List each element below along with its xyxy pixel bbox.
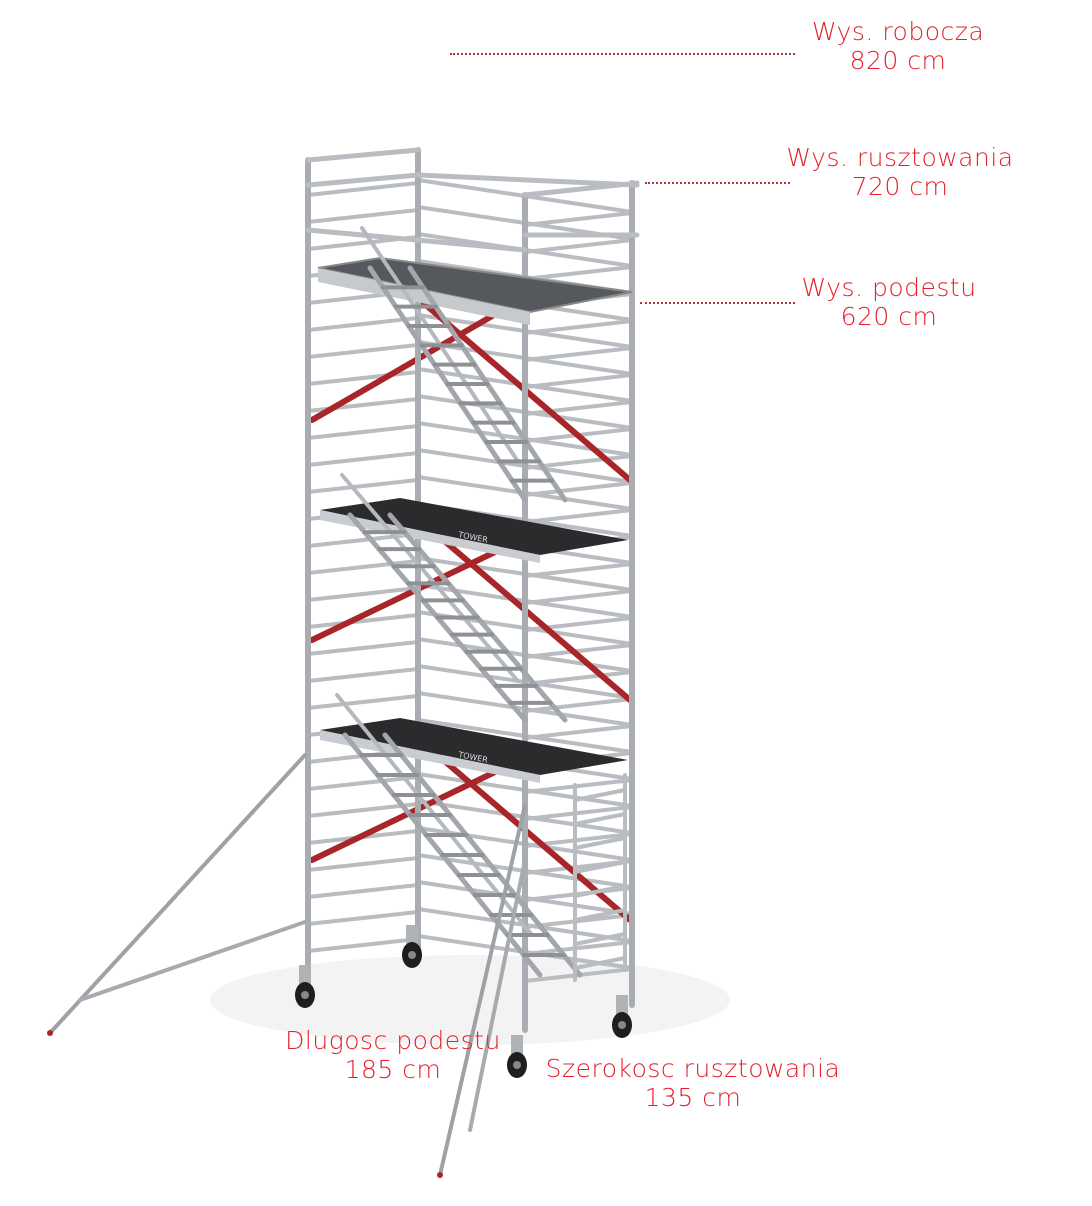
- ladder-rung: [573, 812, 627, 826]
- right-frame-rung: [523, 724, 634, 740]
- left-frame-rung: [306, 181, 420, 197]
- right-frame-rung: [523, 589, 634, 605]
- caster-fork: [616, 995, 628, 1015]
- platform-deck: [320, 498, 628, 555]
- right-frame-rung: [523, 346, 634, 362]
- scaffold-width-label: Szerokosc rusztowania 135 cm: [546, 1054, 841, 1112]
- right-frame-rung: [523, 805, 634, 821]
- caster-fork: [511, 1035, 523, 1055]
- scaffold-height-name: Wys. rusztowania: [786, 143, 1014, 172]
- platform-length-label: Dlugosc podestu 185 cm: [285, 1026, 501, 1084]
- left-frame-rung: [306, 451, 420, 467]
- right-frame-rung: [523, 265, 634, 281]
- working-height-leader: [450, 53, 795, 55]
- guardrail: [305, 227, 528, 253]
- left-frame-rung: [306, 343, 420, 359]
- working-height-label: Wys. robocza 820 cm: [812, 17, 984, 75]
- outrigger-foot: [47, 1030, 53, 1036]
- left-frame-rung: [306, 397, 420, 413]
- left-frame-rung: [306, 370, 420, 386]
- right-frame-rung: [523, 778, 634, 794]
- left-frame-rung: [306, 667, 420, 683]
- caster-fork: [406, 925, 418, 945]
- working-height-name: Wys. robocza: [811, 17, 985, 46]
- right-frame-rung: [523, 670, 634, 686]
- outrigger: [78, 920, 307, 1002]
- platform-deck: [320, 718, 628, 775]
- stair-handrail: [340, 473, 519, 682]
- ladder-rung: [573, 908, 627, 922]
- left-frame-rung: [306, 424, 420, 440]
- right-frame-rung: [523, 238, 634, 254]
- right-frame-rung: [523, 211, 634, 227]
- left-frame-rung: [306, 640, 420, 656]
- platform-height-label: Wys. podestu 620 cm: [801, 273, 976, 331]
- platform-edge: [320, 510, 540, 563]
- right-frame-rung: [523, 508, 634, 524]
- left-frame-rung: [306, 478, 420, 494]
- left-frame-rung: [306, 883, 420, 899]
- outrigger: [468, 858, 527, 1132]
- caster-hub: [618, 1021, 626, 1029]
- outrigger: [438, 803, 527, 1177]
- scaffold-height-value: 720 cm: [851, 172, 949, 201]
- outrigger-foot: [437, 1172, 443, 1178]
- scaffold-width-name: Szerokosc rusztowania: [545, 1054, 841, 1083]
- caster-hub: [408, 951, 416, 959]
- outrigger: [48, 753, 307, 1035]
- left-frame-rung: [306, 694, 420, 710]
- floor-shadow: [210, 955, 730, 1045]
- platform-length-name: Dlugosc podestu: [285, 1026, 501, 1055]
- guardrail: [305, 172, 421, 188]
- left-frame-rung: [306, 910, 420, 926]
- right-frame-rung: [523, 319, 634, 335]
- right-frame-rung: [523, 562, 634, 578]
- left-frame-rung: [306, 559, 420, 575]
- left-frame-rung: [306, 208, 420, 224]
- scaffold-height-label: Wys. rusztowania 720 cm: [786, 143, 1013, 201]
- left-frame-rung: [306, 532, 420, 548]
- ladder-rung: [573, 956, 627, 970]
- left-frame-rung: [306, 613, 420, 629]
- right-frame-rung: [523, 697, 634, 713]
- caster-hub: [301, 991, 309, 999]
- scaffold-width-value: 135 cm: [644, 1083, 742, 1112]
- left-frame-rung: [306, 586, 420, 602]
- right-frame-rung: [523, 373, 634, 389]
- left-frame-rung: [306, 937, 420, 953]
- ladder-rung: [573, 932, 627, 946]
- left-frame-rung: [306, 775, 420, 791]
- platform-length-value: 185 cm: [344, 1055, 442, 1084]
- right-frame-rung: [523, 940, 634, 956]
- right-frame-rung: [523, 643, 634, 659]
- ladder-rung: [573, 836, 627, 850]
- caster-hub: [513, 1061, 521, 1069]
- right-frame-rung: [523, 400, 634, 416]
- platform-height-leader: [640, 302, 795, 304]
- ladder-rung: [573, 860, 627, 874]
- right-frame-rung: [523, 481, 634, 497]
- guardrail: [415, 172, 640, 188]
- working-height-value: 820 cm: [849, 46, 947, 75]
- guardrail: [305, 147, 421, 163]
- platform-height-value: 620 cm: [840, 302, 938, 331]
- ladder-rung: [573, 884, 627, 898]
- left-frame-rung: [306, 856, 420, 872]
- top-platform-edge: [318, 268, 530, 325]
- scaffold-height-leader: [645, 182, 790, 184]
- left-frame-rung: [306, 316, 420, 332]
- ladder-rung: [573, 788, 627, 802]
- platform-height-name: Wys. podestu: [801, 273, 977, 302]
- caster-fork: [299, 965, 311, 985]
